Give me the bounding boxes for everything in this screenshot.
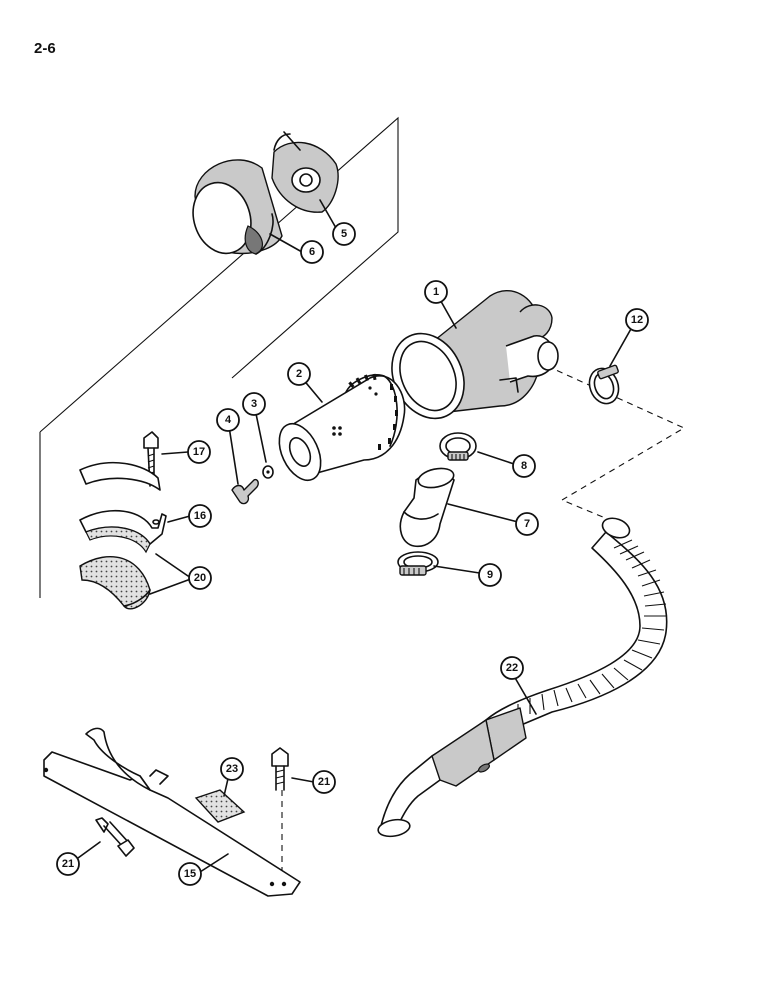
cap-bracket	[271, 131, 339, 213]
precleaner-cap	[192, 159, 283, 255]
callout-8: 8	[512, 454, 536, 478]
callout-2: 2	[287, 362, 311, 386]
callout-5: 5	[332, 222, 356, 246]
svg-text:23: 23	[226, 763, 238, 775]
filter-element	[278, 373, 406, 482]
svg-text:6: 6	[309, 246, 315, 258]
callout-7: 7	[515, 512, 539, 536]
callout-15: 15	[178, 862, 202, 886]
wing-nut	[231, 478, 259, 505]
bracket-bolt-lower	[95, 817, 135, 857]
svg-text:8: 8	[521, 460, 527, 472]
callout-3: 3	[242, 392, 266, 416]
washer	[262, 465, 274, 479]
air-cleaner-body	[391, 290, 559, 420]
svg-text:1: 1	[433, 286, 439, 298]
hose-clamp-lower	[397, 551, 439, 576]
intake-hose	[377, 517, 668, 838]
callout-16: 16	[188, 504, 212, 528]
svg-text:21: 21	[62, 858, 74, 870]
hose-clamp-upper	[439, 432, 477, 461]
svg-text:7: 7	[524, 518, 530, 530]
page-number: 2-6	[34, 40, 56, 57]
svg-text:22: 22	[506, 662, 518, 674]
bracket-bolt-upper	[271, 747, 289, 791]
callout-1: 1	[424, 280, 448, 304]
callout-23: 23	[220, 757, 244, 781]
callout-9: 9	[478, 563, 502, 587]
svg-text:2: 2	[296, 368, 302, 380]
elbow-hose	[399, 467, 455, 548]
pad	[194, 789, 246, 823]
callout-21-upper: 21	[312, 770, 336, 794]
svg-text:16: 16	[194, 510, 206, 522]
callout-12: 12	[625, 308, 649, 332]
callout-4: 4	[216, 408, 240, 432]
callout-21-lower: 21	[56, 852, 80, 876]
svg-text:3: 3	[251, 398, 257, 410]
svg-text:12: 12	[631, 314, 643, 326]
support-bracket	[43, 727, 301, 897]
svg-text:17: 17	[193, 446, 205, 458]
svg-text:9: 9	[487, 569, 493, 581]
callout-6: 6	[300, 240, 324, 264]
strap-liners	[79, 526, 151, 610]
callout-leaders	[77, 199, 637, 873]
callout-17: 17	[187, 440, 211, 464]
svg-text:4: 4	[225, 414, 232, 426]
group-frame	[39, 116, 399, 598]
svg-text:21: 21	[318, 776, 330, 788]
callout-22: 22	[500, 656, 524, 680]
callout-20: 20	[188, 566, 212, 590]
leader-lines	[281, 365, 686, 878]
hose-clamp-inlet	[588, 364, 620, 405]
svg-text:15: 15	[184, 868, 196, 880]
svg-text:20: 20	[194, 572, 206, 584]
svg-text:5: 5	[341, 228, 347, 240]
mounting-strap	[79, 461, 167, 545]
